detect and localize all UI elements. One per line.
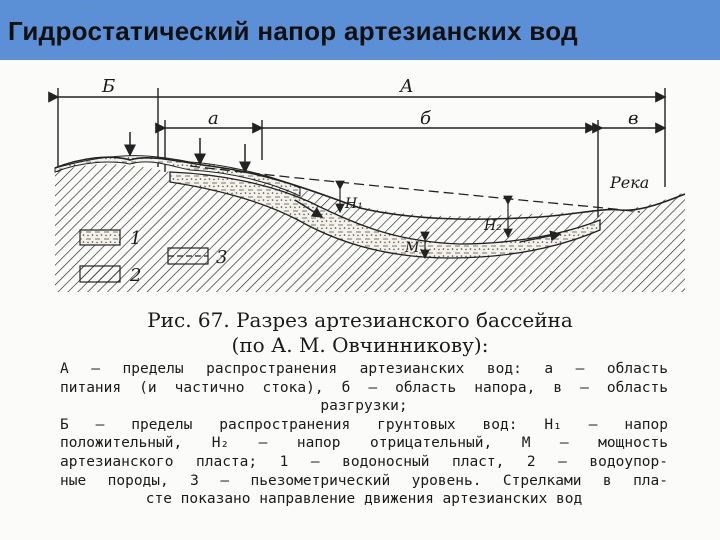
legend-label-2: 2 <box>129 265 141 286</box>
figure-caption-line-1: Рис. 67. Разрез артезианского бассейна <box>147 308 573 332</box>
label-river: Река <box>609 173 649 192</box>
flow-arrows <box>294 199 562 243</box>
legend-line: положительный, H₂ — напор отрицательный,… <box>60 435 668 452</box>
label-b: б <box>420 108 432 129</box>
title-bar: Гидростатический напор артезианских вод <box>0 0 720 60</box>
dimension-lines <box>48 88 667 217</box>
figure-caption-line-2: (по А. М. Овчинникову): <box>231 333 489 357</box>
label-M: М <box>404 240 420 256</box>
legend-line: артезианского пласта; 1 — водоносный пла… <box>60 453 668 470</box>
legend-swatch-3 <box>167 247 209 265</box>
legend-label-3: 3 <box>216 247 227 268</box>
recharge-arrows <box>124 132 251 174</box>
head-markers <box>335 180 513 260</box>
legend-swatch-2 <box>79 265 121 283</box>
legend-line: Б — пределы распространения грунтовых во… <box>60 416 668 433</box>
legend-line: сте показано направление движения артези… <box>145 491 583 508</box>
cross-section-diagram: Б А а б в Река H₁ H₂ М 1 2 3 <box>48 76 686 292</box>
legend-line: А — пределы распространения артезианских… <box>60 361 668 377</box>
aquifer-layer <box>169 171 601 259</box>
legend-line: ные породы, 3 — пьезометрический уровень… <box>60 472 668 489</box>
label-B: Б <box>101 76 115 97</box>
page-area <box>0 60 720 540</box>
legend-swatch-1 <box>79 229 121 246</box>
label-H1: H₁ <box>344 196 363 212</box>
legend-line: разгрузки; <box>320 398 408 415</box>
label-v: в <box>628 108 638 129</box>
legend-description: А — пределы распространения артезианских… <box>60 360 668 509</box>
slide-title: Гидростатический напор артезианских вод <box>8 16 578 46</box>
legend-line: питания (и частично стока), б — область … <box>60 379 668 396</box>
piezometric-level <box>189 165 641 213</box>
label-A: А <box>398 76 414 97</box>
label-H2: H₂ <box>483 218 502 234</box>
label-a: а <box>208 108 219 129</box>
legend-label-1: 1 <box>130 228 141 249</box>
